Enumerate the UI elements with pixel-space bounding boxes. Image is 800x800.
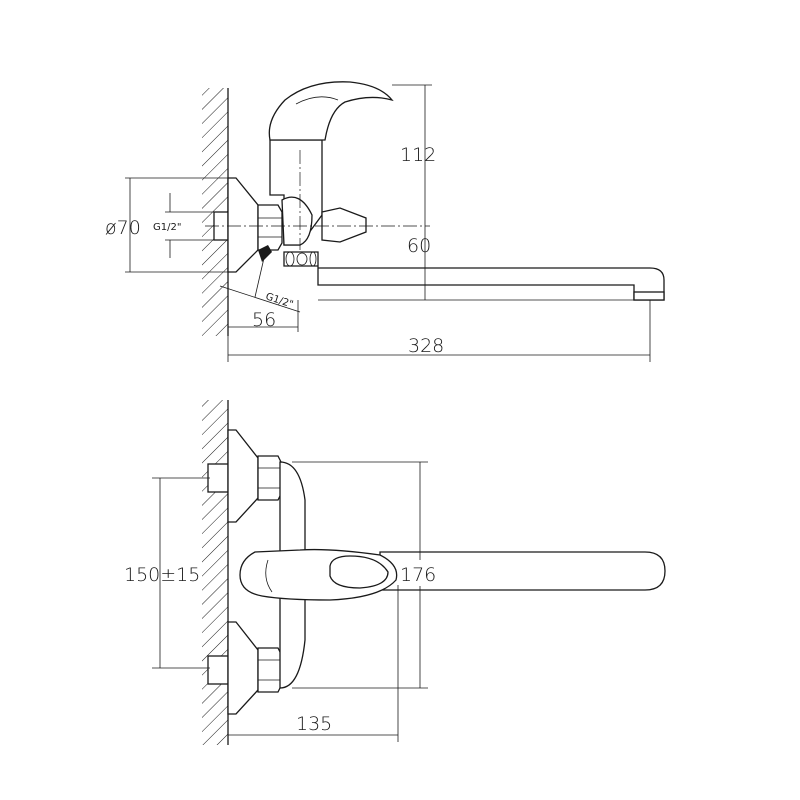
dim-60-label: 60 [407, 235, 431, 257]
lower-nut [257, 647, 283, 693]
thread-side-label: G1/2" [264, 291, 294, 310]
dim-112-label: 112 [400, 144, 436, 166]
cap [321, 207, 367, 243]
side-view: 112 60 328 56 G1/2" ø70 G1/2" [105, 81, 665, 362]
nut [257, 204, 283, 251]
front-view: 150±15 176 135 [124, 400, 666, 745]
dim-135-label: 135 [296, 713, 332, 735]
dim-328-label: 328 [408, 335, 444, 357]
flange [227, 177, 259, 273]
seal [258, 245, 272, 262]
upper-nut [257, 455, 283, 501]
elbow [281, 196, 313, 246]
dim-176-label: 176 [400, 564, 436, 586]
handle-slot [329, 555, 389, 589]
thread-top-label: G1/2" [153, 222, 181, 233]
dim-150-label: 150±15 [124, 564, 200, 586]
upper-flange [227, 429, 259, 523]
aerator [633, 291, 665, 301]
dim-56-label: 56 [252, 309, 276, 331]
lever-handle [268, 81, 394, 141]
dim-70-label: ø70 [105, 217, 141, 239]
wall-hatch-front [202, 400, 228, 745]
lower-flange [227, 621, 259, 715]
spout [283, 251, 665, 301]
spout-front [379, 551, 666, 591]
